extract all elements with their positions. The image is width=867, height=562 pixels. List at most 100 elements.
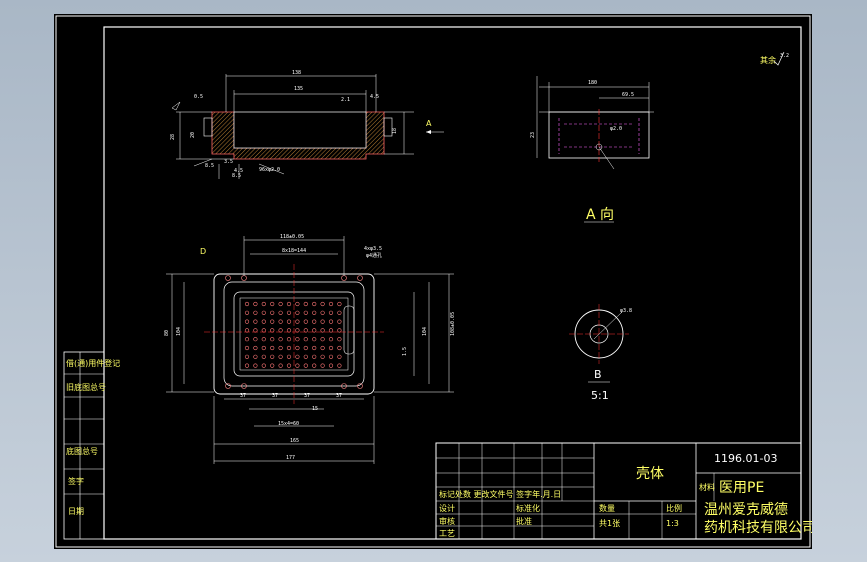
dim-right-overall: 180: [588, 80, 597, 86]
grid-hole: [303, 354, 308, 359]
grid-hole: [244, 301, 250, 307]
view-a-title: A 向: [586, 207, 614, 223]
grid-hole: [337, 345, 342, 351]
grid-hole: [286, 363, 292, 368]
dim-plan-row: 15x4=60: [278, 421, 299, 427]
grid-hole: [286, 319, 292, 324]
grid-hole: [270, 363, 275, 368]
grid-hole: [270, 345, 275, 351]
grid-hole: [270, 301, 275, 307]
grid-hole: [337, 301, 342, 307]
grid-hole: [295, 337, 300, 342]
part-name: 壳体: [636, 465, 664, 482]
cad-viewport[interactable]: 借(通)用件登记 旧底图总号 底图总号 签字 日期 其余 3.2: [54, 14, 812, 549]
grid-hole: [328, 319, 334, 324]
dim-top-height: 28: [170, 134, 176, 140]
grid-hole: [244, 345, 250, 351]
grid-hole: [253, 345, 258, 351]
grid-hole: [278, 337, 283, 342]
grid-hole: [261, 363, 266, 368]
strip-item-4: 日期: [68, 507, 84, 516]
side-view: 180 69.5 φ2.0 23 A 向: [530, 76, 654, 223]
grid-hole: [278, 301, 283, 307]
grid-hole: [312, 345, 317, 351]
grid-hole: [328, 337, 334, 342]
dim-plan-left1: 80: [164, 330, 170, 336]
grid-hole: [303, 310, 308, 315]
dim-plan-bottom4: 37: [336, 393, 342, 399]
roughness-note: 其余: [760, 55, 776, 65]
grid-hole: [244, 354, 250, 359]
dim-plan-note1: 4xφ3.5: [364, 246, 382, 252]
detail-label: B: [594, 368, 602, 381]
hole-grid: [244, 301, 342, 368]
grid-hole: [270, 319, 275, 324]
grid-hole: [286, 345, 292, 351]
dim-plan-bottom3: 37: [304, 393, 310, 399]
grid-hole: [278, 310, 283, 315]
grid-hole: [253, 354, 258, 359]
grid-hole: [295, 354, 300, 359]
section-view: 138 135 0.5 4.5 2.1 28 20 18 8.5 3.5 4.5…: [170, 70, 444, 179]
grid-hole: [328, 301, 334, 307]
strip-item-1: 旧底图总号: [66, 382, 106, 392]
grid-hole: [261, 301, 266, 307]
grid-hole: [286, 301, 292, 307]
grid-hole: [328, 310, 334, 315]
label-design: 设计: [439, 503, 455, 513]
grid-hole: [295, 345, 300, 351]
grid-hole: [328, 363, 334, 368]
dim-top-left-small: 0.5: [194, 94, 203, 100]
inner-frame: [103, 26, 802, 540]
grid-hole: [328, 328, 334, 333]
dim-top-bottom-d: 8.5: [232, 173, 241, 179]
grid-hole: [278, 319, 283, 324]
grid-hole: [253, 328, 258, 333]
grid-hole: [303, 301, 308, 307]
grid-hole: [295, 310, 300, 315]
outer-frame: [55, 15, 811, 548]
dim-top-inner: 135: [294, 86, 303, 92]
grid-hole: [253, 363, 258, 368]
strip-item-0: 借(通)用件登记: [66, 358, 120, 368]
dim-plan-bottom2: 37: [272, 393, 278, 399]
grid-hole: [295, 301, 300, 307]
grid-hole: [278, 328, 283, 333]
dim-plan-right1: 1.5: [402, 347, 408, 356]
company-line2: 药机科技有限公司: [704, 520, 812, 536]
grid-hole: [320, 337, 325, 342]
label-standardize: 标准化: [516, 503, 540, 513]
detail-b: φ3.8 B 5:1: [569, 304, 632, 402]
dim-plan-top: 118±0.05: [280, 234, 304, 240]
grid-hole: [337, 328, 342, 333]
roughness-icon: [773, 51, 785, 66]
grid-hole: [261, 354, 266, 359]
grid-hole: [261, 337, 266, 342]
grid-hole: [320, 328, 325, 333]
company-line1: 温州爱克威德: [704, 502, 788, 518]
dim-right-hole: φ2.0: [610, 126, 622, 132]
grid-hole: [253, 337, 258, 342]
dim-top-h3: 18: [392, 128, 398, 134]
grid-hole: [337, 337, 342, 342]
drawing-number: 1196.01-03: [714, 452, 777, 465]
grid-hole: [278, 363, 283, 368]
dim-plan-left2: 104: [176, 327, 182, 336]
grid-hole: [278, 345, 283, 351]
dim-top-thread: 96xφ2.0: [259, 167, 280, 173]
left-strip: 借(通)用件登记 旧底图总号 底图总号 签字 日期: [63, 351, 120, 540]
cad-drawing[interactable]: 借(通)用件登记 旧底图总号 底图总号 签字 日期 其余 3.2: [54, 14, 812, 549]
grid-hole: [244, 319, 250, 324]
strip-item-2: 底图总号: [66, 446, 98, 456]
grid-hole: [261, 345, 266, 351]
grid-hole: [320, 319, 325, 324]
dim-top-right-small: 4.5: [370, 94, 379, 100]
grid-hole: [337, 354, 342, 359]
grid-hole: [320, 363, 325, 368]
dim-top-bottom-b: 3.5: [224, 159, 233, 165]
grid-hole: [303, 337, 308, 342]
grid-hole: [244, 328, 250, 333]
grid-hole: [278, 354, 283, 359]
grid-hole: [303, 363, 308, 368]
roughness-value: 3.2: [780, 53, 789, 59]
